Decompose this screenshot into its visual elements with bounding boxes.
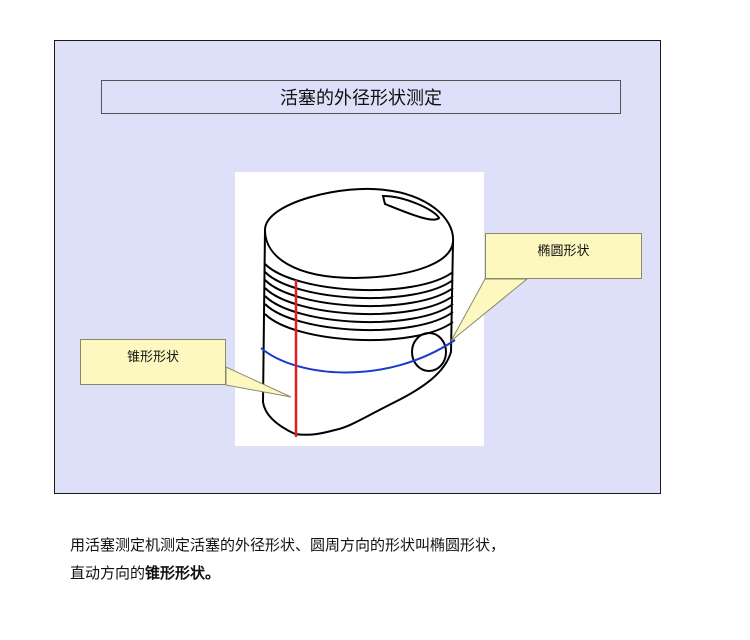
ring-groove <box>264 295 454 324</box>
piston-crown-slot <box>381 194 441 221</box>
ellipse-measure-line <box>260 339 456 374</box>
caption-line-2-bold: 锥形形状。 <box>145 564 221 582</box>
piston-figure <box>235 172 484 446</box>
piston-crown <box>263 187 455 280</box>
slide-title-text: 活塞的外径形状测定 <box>280 88 442 109</box>
caption: 用活塞测定机测定活塞的外径形状、圆周方向的形状叫椭圆形状， 直动方向的锥形形状。 <box>70 531 690 587</box>
caption-line-2-prefix: 直动方向的 <box>70 564 146 582</box>
ring-groove <box>264 279 454 308</box>
slide-panel: 活塞的外径形状测定 <box>54 40 661 494</box>
ring-groove <box>264 303 454 332</box>
ring-groove <box>264 263 454 292</box>
callout-ellipse-text: 椭圆形状 <box>537 244 590 259</box>
ring-groove <box>264 271 454 300</box>
caption-line-2: 直动方向的锥形形状。 <box>70 559 690 587</box>
piston-body-left <box>261 229 296 435</box>
ring-groove <box>264 313 454 342</box>
ring-groove <box>264 287 454 316</box>
callout-ellipse: 椭圆形状 <box>485 233 642 279</box>
caption-line-1: 用活塞测定机测定活塞的外径形状、圆周方向的形状叫椭圆形状， <box>70 536 506 554</box>
piston-body-right <box>294 241 454 436</box>
slide-title: 活塞的外径形状测定 <box>101 80 621 114</box>
callout-taper: 锥形形状 <box>80 339 226 385</box>
piston-drawing <box>260 187 456 437</box>
pin-hole <box>411 332 447 372</box>
callout-taper-text: 锥形形状 <box>126 350 179 365</box>
